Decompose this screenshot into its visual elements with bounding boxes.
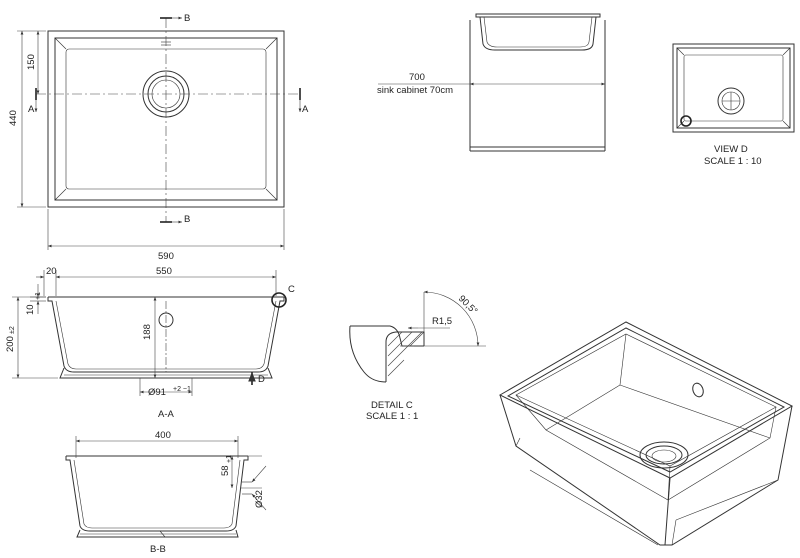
dim-440: 440 [8, 110, 19, 126]
dim-91: Ø91 [148, 387, 166, 398]
iso-drain-outer [639, 441, 689, 469]
dim-10-tolerance: +1 [35, 292, 42, 300]
section-aa-label: A-A [158, 409, 175, 420]
view-d-scale: SCALE 1 : 10 [704, 156, 762, 167]
section-aa-base [59, 367, 273, 379]
section-b-label-bottom: B [184, 214, 190, 225]
view-d-outline [672, 43, 795, 133]
view-d-marker: D [258, 374, 265, 385]
iso-overflow-hole [692, 382, 704, 398]
section-bb: 400 58 +1 Ø32 B-B [65, 430, 267, 555]
detail-c-edge [350, 325, 424, 347]
detail-c-hatched-region [385, 331, 425, 382]
dim-188: 188 [142, 324, 153, 340]
section-aa: 20 550 10 +1 200 ±2 188 Ø91 +2 −1 C D A-… [5, 266, 295, 420]
dim-400: 400 [155, 430, 171, 441]
section-bb-base [76, 529, 239, 538]
section-bb-label: B-B [150, 544, 166, 555]
dim-10: 10 [25, 304, 36, 315]
cabinet-note: sink cabinet 70cm [377, 85, 453, 96]
detail-c-title: DETAIL C [371, 400, 413, 411]
detail-marker [680, 115, 692, 127]
detail-c-scale: SCALE 1 : 1 [366, 411, 418, 422]
iso-rim-inner [506, 327, 786, 473]
cabinet-view: 700 sink cabinet 70cm [377, 13, 606, 152]
sink-rim-profile [475, 13, 601, 18]
dim-200: 200 [5, 336, 16, 352]
dim-550: 550 [156, 266, 172, 277]
view-d: VIEW D SCALE 1 : 10 [672, 43, 795, 167]
dim-200-tolerance: ±2 [9, 326, 16, 334]
section-a-label-right: A [302, 104, 309, 115]
dim-700: 700 [409, 72, 425, 83]
dim-58: 58 [220, 465, 231, 476]
section-b-label-top: B [184, 13, 190, 24]
view-d-title: VIEW D [714, 144, 748, 155]
iso-body-outline [499, 394, 793, 546]
dim-590: 590 [158, 251, 174, 262]
sink-bowl-profile [479, 16, 597, 51]
radius-label: R1,5 [432, 316, 452, 327]
dim-20: 20 [46, 266, 57, 277]
detail-c-marker: C [288, 284, 295, 295]
section-bb-outer [65, 456, 249, 532]
detail-c-circle [271, 292, 287, 308]
top-view: A A B B 590 440 150 [8, 13, 309, 262]
dim-32: Ø32 [254, 490, 265, 508]
section-a-label-left: A [28, 104, 35, 115]
iso-basin-floor-edge [515, 394, 777, 501]
dim-91-tolerance: +2 −1 [173, 386, 191, 393]
dim-58-tolerance: +1 [226, 455, 233, 463]
isometric-view [498, 321, 794, 546]
detail-c: R1,5 90,5° DETAIL C SCALE 1 : 1 [349, 290, 486, 422]
detail-c-breakline [349, 325, 387, 383]
dim-150: 150 [26, 54, 37, 70]
